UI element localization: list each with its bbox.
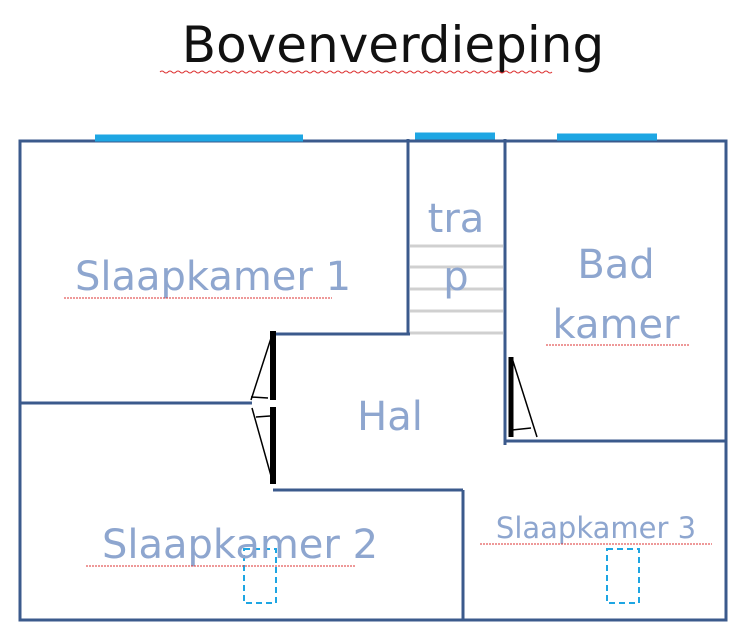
walls [18,139,728,622]
stair-treads [410,244,503,335]
plan-title: Bovenverdieping [182,16,604,74]
dashed-box-slaapkamer2 [243,548,277,604]
dashed-markers [243,548,640,604]
spellcheck-underline [159,70,553,74]
dashed-box-slaapkamer3 [606,548,640,604]
spellcheck-underlines [64,297,712,567]
windows [95,132,657,142]
room-label-trap-1: tra [428,196,485,242]
room-label-trap-2: p [443,254,468,300]
doors [250,331,538,484]
room-label-bad-1: Bad [577,242,654,288]
room-label-hal: Hal [357,394,423,440]
room-label-slaapkamer2: Slaapkamer 2 [102,522,378,568]
room-label-slaapkamer3: Slaapkamer 3 [496,511,696,545]
room-label-slaapkamer1: Slaapkamer 1 [75,254,351,300]
room-label-bad-2: kamer [553,302,681,348]
